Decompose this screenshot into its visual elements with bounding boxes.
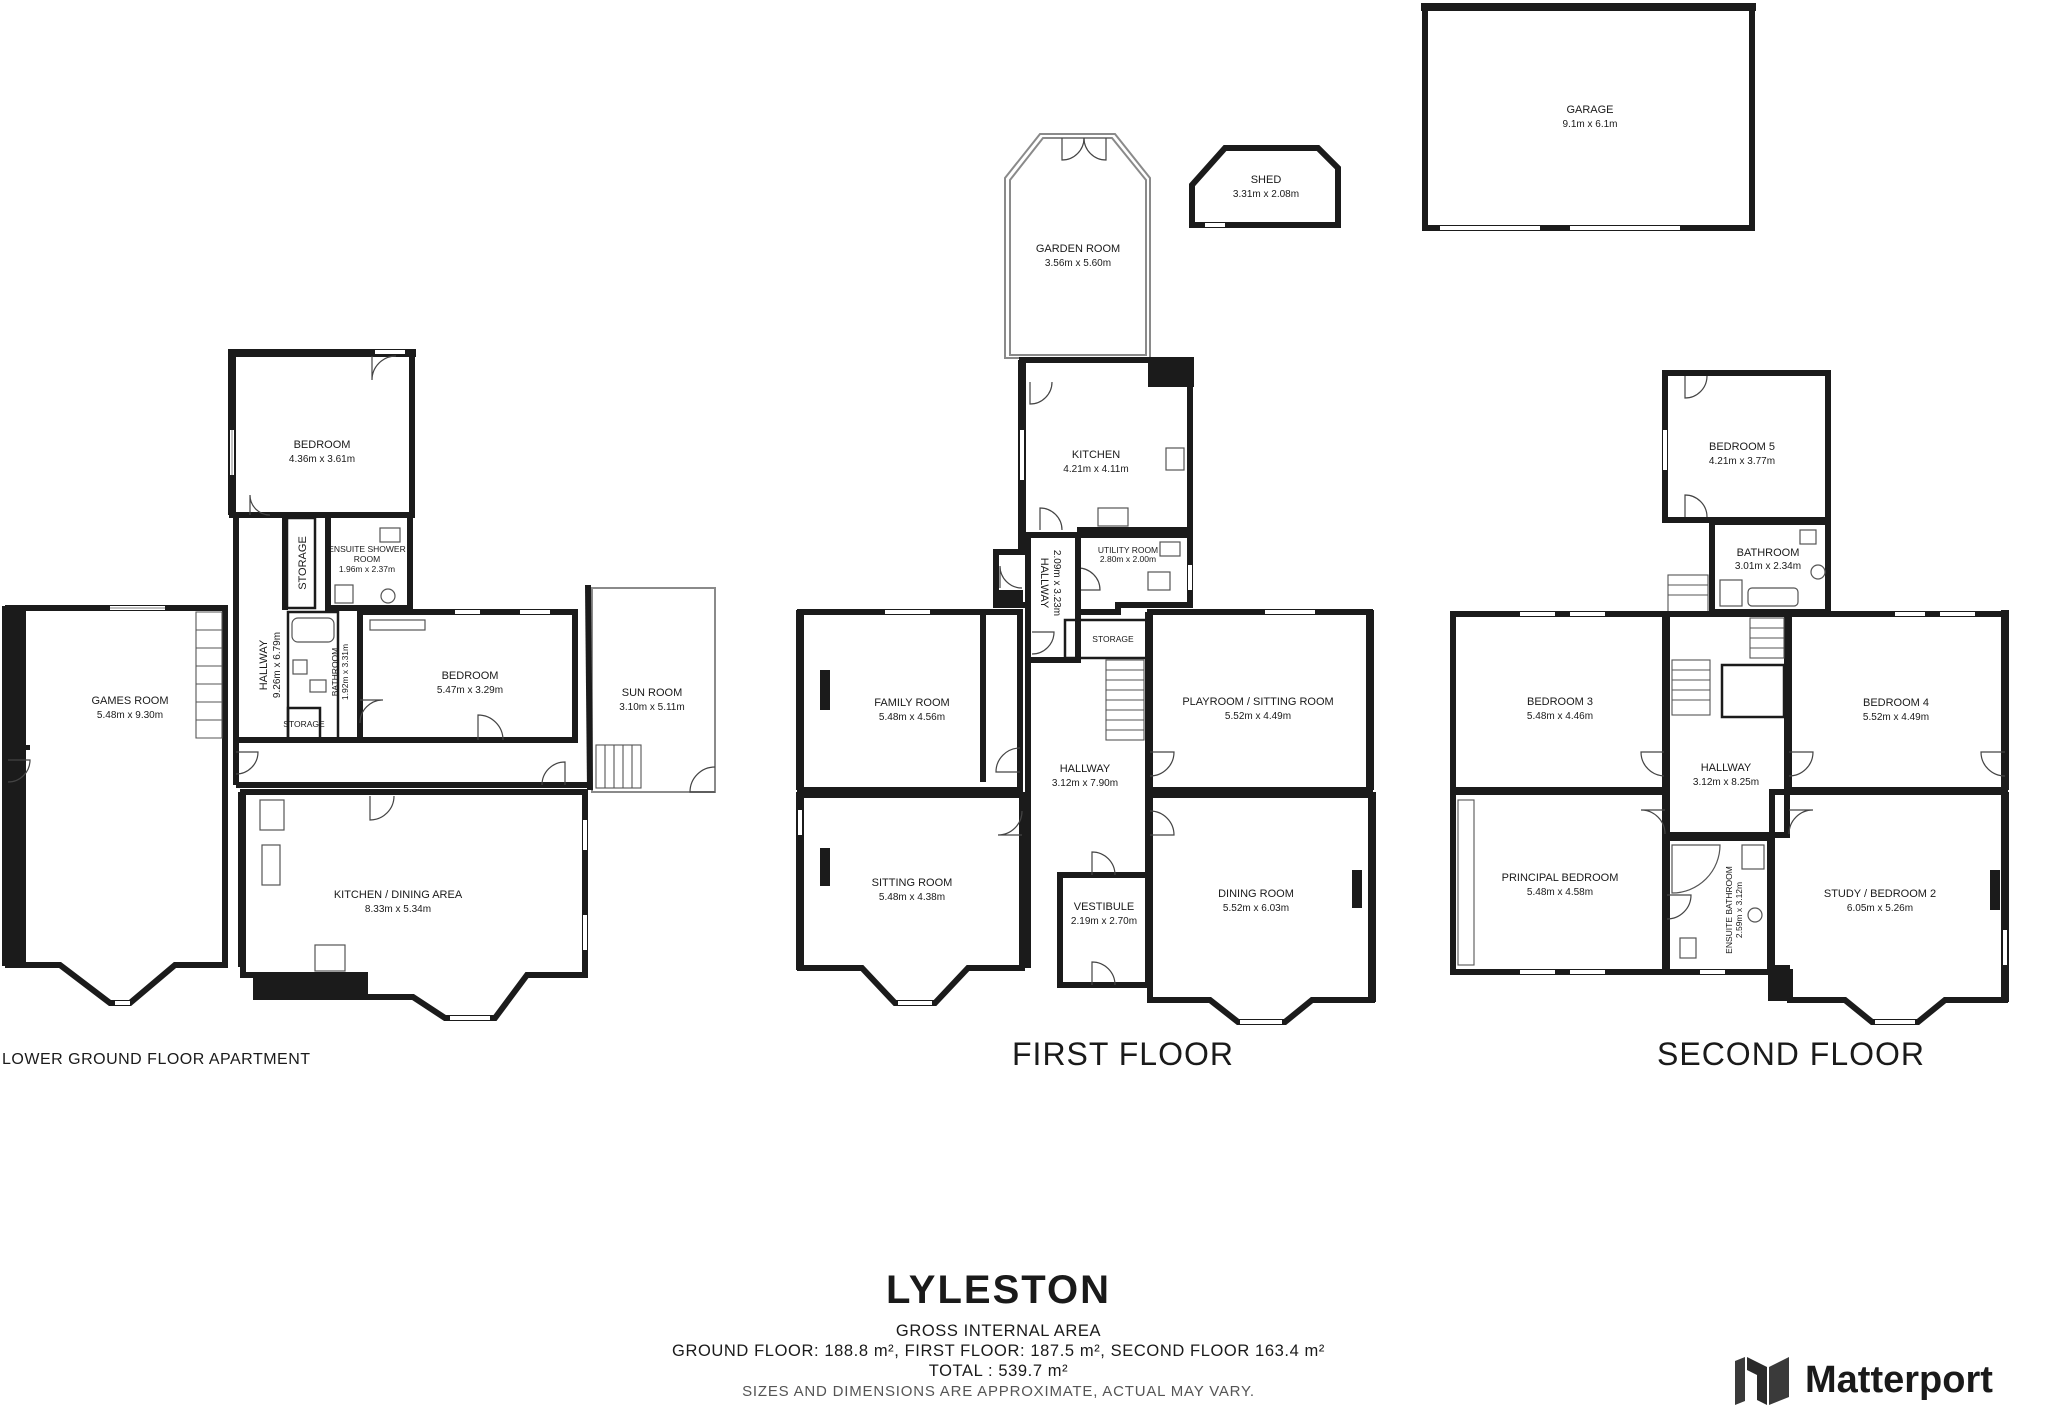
second-ensuite-label: ENSUITE BATHROOM <box>1724 866 1734 954</box>
garage-label: GARAGE <box>1566 104 1613 116</box>
first-vestibule-label: VESTIBULE <box>1074 901 1135 913</box>
second-floor-title: SECOND FLOOR <box>1657 1036 1926 1072</box>
first-sitting-room-dims: 5.48m x 4.38m <box>879 892 945 903</box>
lower-floor-title: LOWER GROUND FLOOR APARTMENT <box>2 1051 311 1068</box>
first-playroom-label: PLAYROOM / SITTING ROOM <box>1182 696 1333 708</box>
lower-ground-floor-plan: STORAGE ENSUITE SHOWER ROOM 1.96m x 2.37… <box>2 349 716 1021</box>
second-study-dims: 6.05m x 5.26m <box>1847 903 1913 914</box>
first-utility-dims: 2.80m x 2.00m <box>1100 554 1156 564</box>
first-hallway-label: HALLWAY <box>1060 763 1111 775</box>
lower-kitchen-dining-label: KITCHEN / DINING AREA <box>334 889 463 901</box>
lower-bedroom-a-dims: 4.36m x 3.61m <box>289 454 355 465</box>
title-block: LYLESTON GROSS INTERNAL AREA GROUND FLOO… <box>0 1268 1997 1403</box>
lower-bedroom-b-label: BEDROOM <box>442 670 499 682</box>
matterport-logo-icon <box>1735 1357 1789 1405</box>
second-bedroom5-label: BEDROOM 5 <box>1709 441 1775 453</box>
second-hallway-label: HALLWAY <box>1701 762 1752 774</box>
disclaimer: SIZES AND DIMENSIONS ARE APPROXIMATE, AC… <box>742 1383 1255 1400</box>
second-bedroom3-dims: 5.48m x 4.46m <box>1527 711 1593 722</box>
second-floor-plan: BEDROOM 5 4.21m x 3.77m BATHROOM 3.01m x… <box>1450 370 2009 1025</box>
lower-bedroom-a-label: BEDROOM <box>294 439 351 451</box>
second-principal-label: PRINCIPAL BEDROOM <box>1502 872 1619 884</box>
property-name: LYLESTON <box>886 1268 1111 1312</box>
lower-ensuite-label-2: ROOM <box>354 554 380 564</box>
brand: Matterport <box>1735 1357 2045 1407</box>
second-bathroom-label: BATHROOM <box>1737 547 1800 559</box>
brand-name: Matterport <box>1805 1359 1993 1401</box>
first-kitchen-dims: 4.21m x 4.11m <box>1063 464 1128 475</box>
second-study-label: STUDY / BEDROOM 2 <box>1824 888 1936 900</box>
lower-games-room-dims: 5.48m x 9.30m <box>97 710 163 721</box>
gia-label: GROSS INTERNAL AREA <box>895 1322 1102 1340</box>
first-floor-title: FIRST FLOOR <box>1012 1036 1234 1072</box>
shed-label: SHED <box>1251 174 1282 186</box>
first-hallway-small-dims: 2.09m x 3.23m <box>1051 550 1062 616</box>
lower-bathroom-dims: 1.92m x 3.31m <box>340 644 350 700</box>
first-family-room-label: FAMILY ROOM <box>874 697 949 709</box>
lower-storage-small-label: STORAGE <box>283 719 325 729</box>
first-playroom-dims: 5.52m x 4.49m <box>1225 711 1291 722</box>
lower-ensuite-label-1: ENSUITE SHOWER <box>328 544 405 554</box>
first-hallway-small-label: HALLWAY <box>1038 558 1050 609</box>
second-bedroom4-label: BEDROOM 4 <box>1863 697 1929 709</box>
lower-games-room-label: GAMES ROOM <box>91 695 168 707</box>
floor-areas: GROUND FLOOR: 188.8 m², FIRST FLOOR: 187… <box>672 1342 1325 1360</box>
lower-sun-room-dims: 3.10m x 5.11m <box>619 702 684 713</box>
first-garden-room-label: GARDEN ROOM <box>1036 243 1120 255</box>
second-ensuite-dims: 2.59m x 3.12m <box>1734 882 1744 938</box>
first-dining-room-label: DINING ROOM <box>1218 888 1294 900</box>
shed-dims: 3.31m x 2.08m <box>1233 189 1299 200</box>
lower-bathroom-label: BATHROOM <box>330 648 340 696</box>
first-storage-label: STORAGE <box>1092 634 1134 644</box>
lower-sun-room-label: SUN ROOM <box>622 687 683 699</box>
first-utility-label: UTILITY ROOM <box>1098 545 1158 555</box>
lower-storage-tall-label: STORAGE <box>297 536 309 590</box>
first-hallway-dims: 3.12m x 7.90m <box>1052 778 1118 789</box>
lower-hallway-dims: 9.26m x 6.79m <box>272 632 283 698</box>
second-bedroom3-label: BEDROOM 3 <box>1527 696 1593 708</box>
first-floor-plan: GARDEN ROOM 3.56m x 5.60m SHED 3.31m x 2… <box>796 3 1756 1025</box>
first-family-room-dims: 5.48m x 4.56m <box>879 712 945 723</box>
second-bedroom4-dims: 5.52m x 4.49m <box>1863 712 1929 723</box>
first-dining-room-dims: 5.52m x 6.03m <box>1223 903 1289 914</box>
lower-bedroom-b-dims: 5.47m x 3.29m <box>437 685 503 696</box>
total-area: TOTAL : 539.7 m² <box>928 1362 1069 1380</box>
lower-hallway-label: HALLWAY <box>258 639 270 690</box>
first-kitchen-label: KITCHEN <box>1072 449 1120 461</box>
second-bedroom5-dims: 4.21m x 3.77m <box>1709 456 1775 467</box>
garage-dims: 9.1m x 6.1m <box>1562 119 1617 130</box>
first-vestibule-dims: 2.19m x 2.70m <box>1071 916 1137 927</box>
second-bathroom-dims: 3.01m x 2.34m <box>1735 561 1801 572</box>
lower-kitchen-dining-dims: 8.33m x 5.34m <box>365 904 431 915</box>
first-sitting-room-label: SITTING ROOM <box>872 877 953 889</box>
first-garden-room-dims: 3.56m x 5.60m <box>1045 258 1111 269</box>
second-principal-dims: 5.48m x 4.58m <box>1527 887 1593 898</box>
lower-ensuite-dims: 1.96m x 2.37m <box>339 564 395 574</box>
second-hallway-dims: 3.12m x 8.25m <box>1693 777 1759 788</box>
